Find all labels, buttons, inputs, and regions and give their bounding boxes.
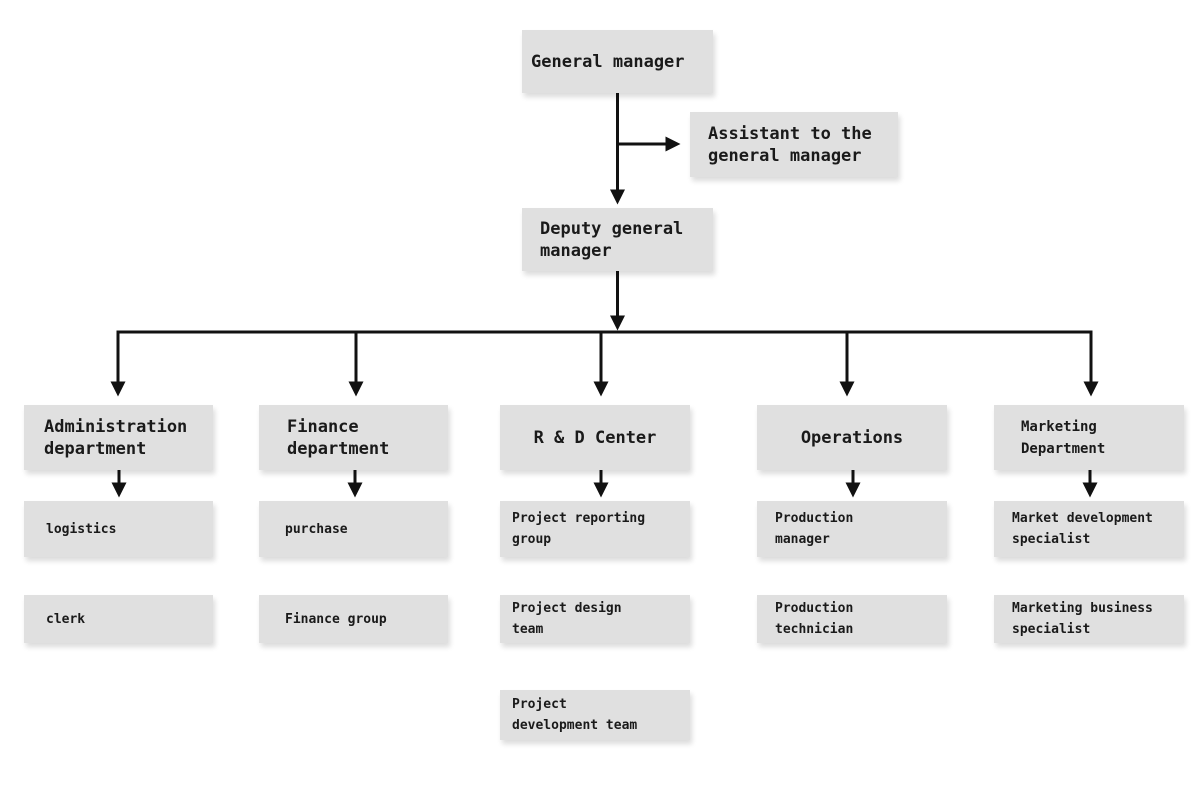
node-clerk: clerk	[24, 595, 213, 643]
node-general-manager: General manager	[522, 30, 713, 93]
node-production-manager: Production manager	[757, 501, 947, 557]
node-rd-center: R & D Center	[500, 405, 690, 470]
node-project-reporting-group: Project reporting group	[500, 501, 690, 557]
node-logistics: logistics	[24, 501, 213, 557]
node-operations: Operations	[757, 405, 947, 470]
node-project-development-team: Project development team	[500, 690, 690, 740]
node-marketing-department: Marketing Department	[994, 405, 1184, 470]
node-project-design-team: Project design team	[500, 595, 690, 643]
node-purchase: purchase	[259, 501, 448, 557]
node-production-technician: Production technician	[757, 595, 947, 643]
node-deputy-general-manager: Deputy general manager	[522, 208, 713, 271]
node-finance-department: Finance department	[259, 405, 448, 470]
node-assistant-to-gm: Assistant to the general manager	[690, 112, 898, 177]
node-administration-department: Administration department	[24, 405, 213, 470]
node-marketing-business-specialist: Marketing business specialist	[994, 595, 1184, 643]
node-market-development-specialist: Market development specialist	[994, 501, 1184, 557]
node-finance-group: Finance group	[259, 595, 448, 643]
